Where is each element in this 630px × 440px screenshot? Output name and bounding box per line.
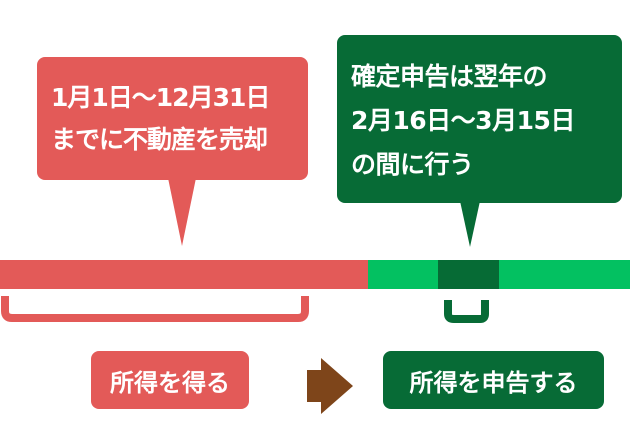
sale-period-line-2: までに不動産を売却: [51, 125, 268, 154]
file-income-text: 所得を申告する: [409, 368, 578, 397]
earn-income-text: 所得を得る: [110, 368, 230, 397]
filing-period-bracket: [444, 300, 489, 323]
filing-period-bubble: 確定申告は翌年の 2月16日〜3月15日 の間に行う: [337, 35, 622, 203]
filing-period-line-1: 確定申告は翌年の: [351, 62, 548, 91]
timeline-sale-year: [0, 260, 368, 289]
timeline-filing-period: [438, 260, 499, 289]
sale-period-bubble: 1月1日〜12月31日 までに不動産を売却: [37, 57, 308, 180]
file-income-label: 所得を申告する: [383, 351, 604, 409]
right-arrow-icon: [307, 358, 353, 414]
filing-bubble-tail: [460, 201, 480, 247]
timeline-next-year-after: [499, 260, 630, 289]
timeline-next-year-before: [368, 260, 438, 289]
filing-period-line-3: の間に行う: [351, 150, 474, 179]
earn-income-label: 所得を得る: [91, 351, 249, 409]
sale-period-line-1: 1月1日〜12月31日: [51, 83, 270, 112]
sale-bubble-tail: [168, 178, 196, 246]
sale-year-bracket: [1, 296, 309, 322]
filing-period-line-2: 2月16日〜3月15日: [351, 106, 575, 135]
